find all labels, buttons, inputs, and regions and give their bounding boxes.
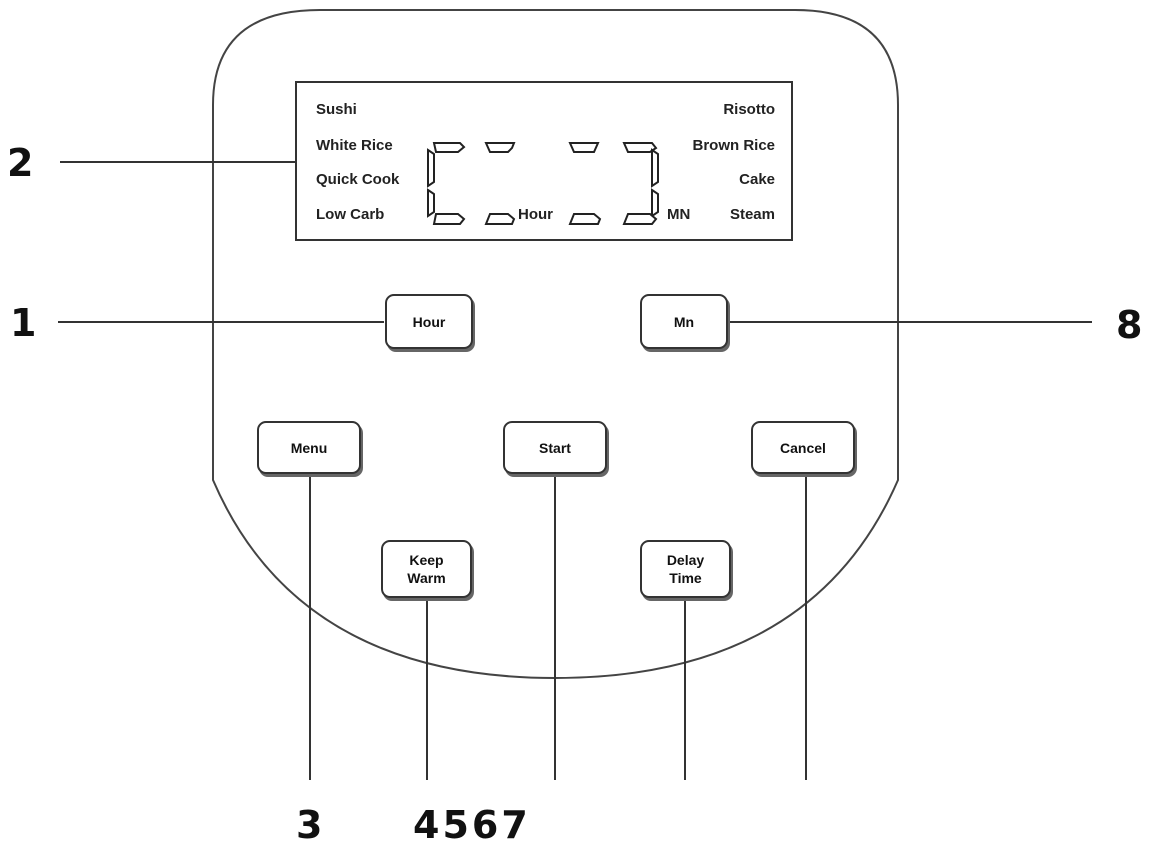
keep-warm-label-line-1: Keep [409,552,444,568]
segment [432,213,466,225]
delay-time-label-line-1: Delay [666,552,705,568]
lcd-label-sushi: Sushi [316,101,357,118]
segment [568,213,602,225]
cancel-button-label: Cancel [780,439,826,456]
callout-hour-button: 1 [10,301,37,345]
callout-menu-button: 3 [296,803,323,847]
mn-button[interactable]: Mn [640,294,728,349]
segment [484,142,516,153]
segment [484,213,516,225]
start-button-label: Start [539,439,571,456]
lcd-label-steam: Steam [729,206,775,223]
callout-group: 4567 [413,803,531,847]
cancel-button[interactable]: Cancel [751,421,855,474]
lcd-label-white-rice: White Rice [316,137,393,154]
leader-lines [58,161,1092,780]
menu-button-label: Menu [290,439,328,456]
menu-button[interactable]: Menu [257,421,361,474]
hour-button-label: Hour [412,313,446,330]
lcd-label-brown-rice: Brown Rice [692,137,775,154]
hour-button[interactable]: Hour [385,294,473,349]
keep-warm-label-line-2: Warm [407,570,446,586]
lcd-label-cake: Cake [739,171,775,188]
lcd-frame [295,81,793,241]
segment [651,188,659,218]
lcd-label-risotto: Risotto [723,101,775,118]
start-button[interactable]: Start [503,421,607,474]
segment [432,142,466,153]
lcd-label-low-carb: Low Carb [316,206,385,223]
lcd-indicator-mn: MN [667,206,691,223]
segment [427,148,435,188]
lcd-segments [427,142,659,225]
delay-time-button[interactable]: Delay Time [640,540,731,598]
callout-mn-button: 8 [1116,303,1143,347]
segment [651,148,659,188]
segment [427,188,435,218]
lcd-label-quick-cook: Quick Cook [316,171,400,188]
mn-button-label: Mn [673,313,695,330]
segment [568,142,600,153]
callout-display: 2 [7,141,34,185]
keep-warm-button[interactable]: Keep Warm [381,540,472,598]
delay-time-label-line-2: Time [669,570,702,586]
segment [622,213,658,225]
lcd-indicator-hour: Hour [518,206,553,223]
